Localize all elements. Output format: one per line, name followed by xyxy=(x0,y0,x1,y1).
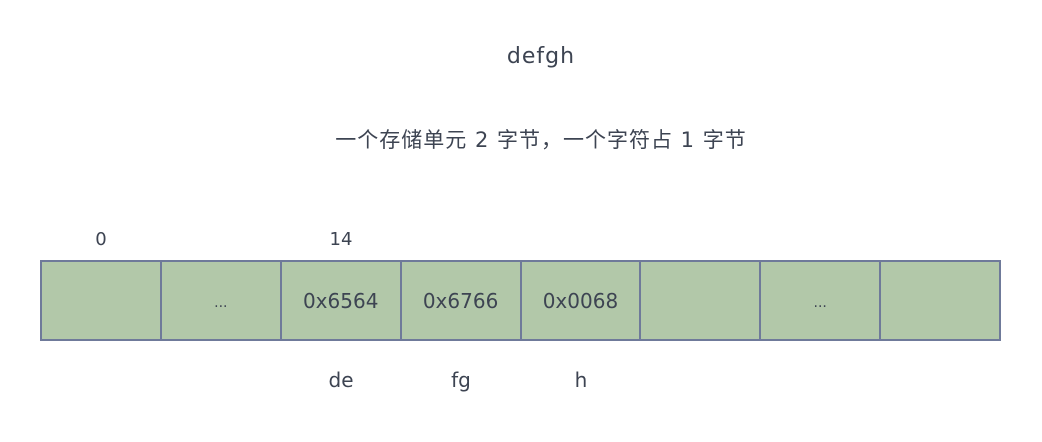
memory-cell: 0x0068 xyxy=(521,262,642,339)
memory-cell xyxy=(881,262,1001,339)
memory-cell xyxy=(42,262,162,339)
char-label-h: h xyxy=(574,368,588,392)
diagram-title: defgh xyxy=(506,44,576,69)
char-label-de: de xyxy=(328,368,354,392)
memory-cell: 0x6564 xyxy=(281,262,402,339)
memory-cell: 0x6766 xyxy=(401,262,522,339)
char-label-fg: fg xyxy=(451,368,471,392)
address-label-14: 14 xyxy=(329,229,353,250)
diagram-subtitle: 一个存储单元 2 字节，一个字符占 1 字节 xyxy=(335,128,747,152)
memory-cell-ellipsis: ... xyxy=(761,262,882,339)
memory-cell-ellipsis: ... xyxy=(161,262,282,339)
memory-cell xyxy=(641,262,762,339)
address-label-start: 0 xyxy=(95,229,107,250)
memory-row: ... 0x6564 0x6766 0x0068 ... xyxy=(40,260,1001,341)
